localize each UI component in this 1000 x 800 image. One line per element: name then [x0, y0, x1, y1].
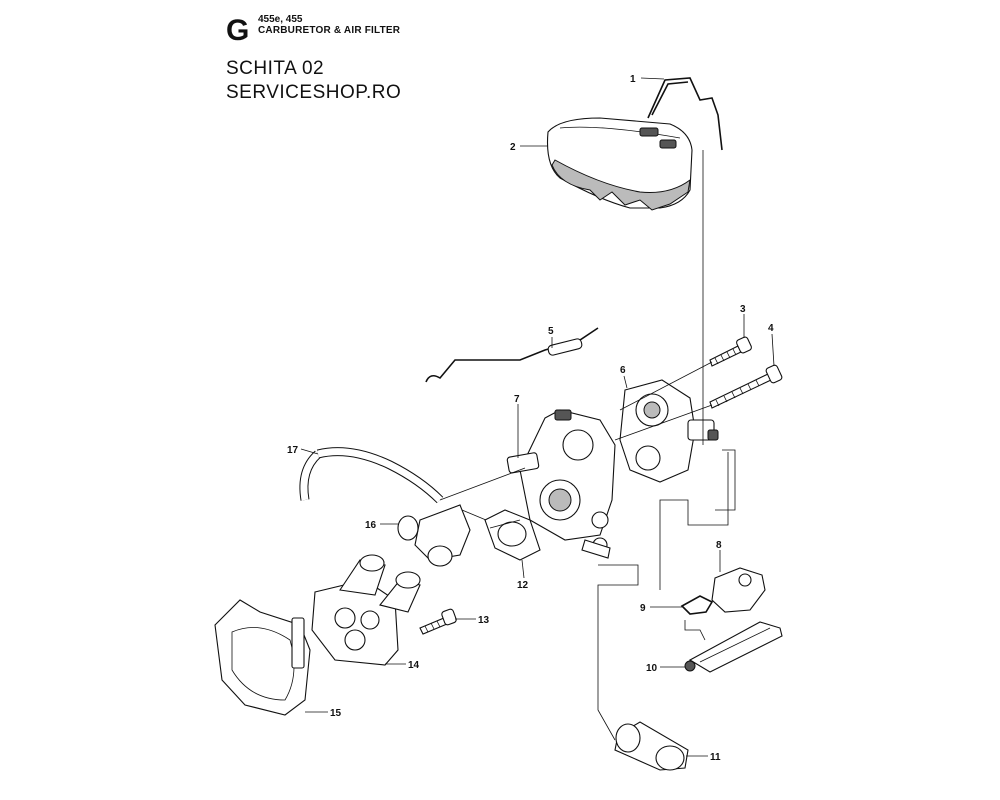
- part-label-5: 5: [548, 326, 554, 337]
- part-2-air-filter-cover: [546, 117, 693, 211]
- part-3-screw: [709, 336, 752, 367]
- part-label-8: 8: [716, 540, 722, 551]
- part-label-6: 6: [620, 365, 626, 376]
- part-5-throttle-rod: [425, 327, 599, 383]
- part-16-intake-elbow: [397, 504, 487, 567]
- part-label-12: 12: [517, 580, 529, 591]
- part-label-1: 1: [630, 74, 636, 85]
- part-labels: 1 2 3 4 5 6 7 8 9 10 11 12 13 14 15 16 1…: [287, 74, 774, 763]
- part-14-intake-manifold: [311, 554, 421, 666]
- part-17-fuel-hose: [299, 447, 444, 504]
- part-4-long-screw: [709, 364, 783, 409]
- model-label: 455e, 455: [258, 14, 303, 25]
- part-label-17: 17: [287, 445, 299, 456]
- assembly-lines: [439, 150, 736, 741]
- part-8-throttle-trigger: [711, 567, 766, 613]
- part-label-7: 7: [514, 394, 520, 405]
- part-label-2: 2: [510, 142, 516, 153]
- part-11-handle-insert: [614, 721, 689, 771]
- part-13-screw: [419, 608, 457, 635]
- part-label-16: 16: [365, 520, 377, 531]
- part-7-carburetor: [506, 409, 616, 559]
- part-9-spring: [680, 595, 714, 615]
- part-15-frame: [214, 599, 311, 716]
- part-10-throttle-lever: [684, 621, 783, 673]
- part-label-9: 9: [640, 603, 646, 614]
- part-label-13: 13: [478, 615, 490, 626]
- part-label-11: 11: [710, 752, 721, 763]
- part-label-3: 3: [740, 304, 746, 315]
- diagram-title: CARBURETOR & AIR FILTER: [258, 25, 401, 36]
- part-label-14: 14: [408, 660, 420, 671]
- part-label-4: 4: [768, 323, 774, 334]
- callout-leaders: [300, 77, 775, 757]
- section-letter: G: [226, 14, 250, 47]
- part-1-wire-clip: [647, 77, 723, 151]
- shop-label: SERVICESHOP.RO: [226, 82, 402, 103]
- part-label-15: 15: [330, 708, 342, 719]
- part-label-10: 10: [646, 663, 658, 674]
- part-12-flange: [484, 509, 541, 561]
- sheet-label: SCHITA 02: [226, 58, 325, 79]
- part-6-filter-holder: [619, 379, 719, 483]
